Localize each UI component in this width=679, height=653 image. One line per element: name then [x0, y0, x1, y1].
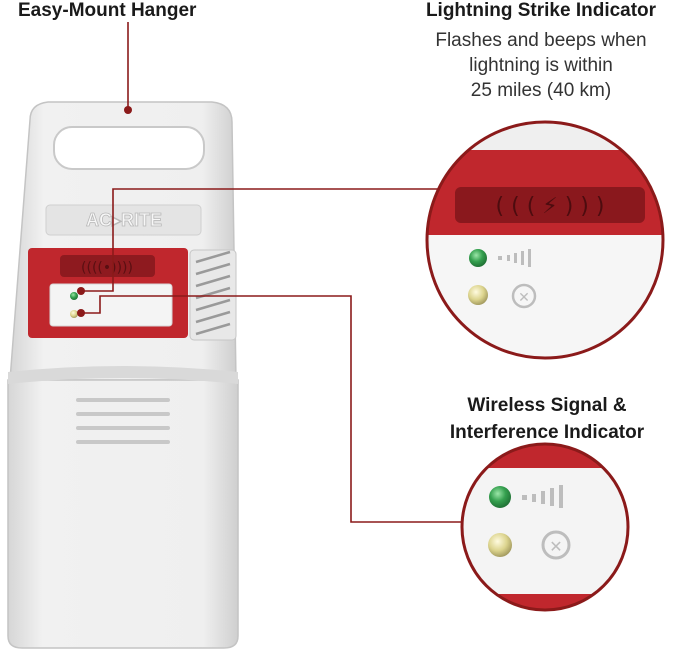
wireless-title-line-1: Wireless Signal &: [467, 395, 627, 416]
wireless-title-line-2: Interference Indicator: [449, 422, 645, 443]
battery-cover: [7, 379, 239, 649]
sensor-housing: AC▸RITE ((((•)))): [7, 101, 239, 649]
lightning-desc-line-2: lightning is within: [469, 55, 613, 76]
lightning-desc-line-1: Flashes and beeps when: [435, 30, 647, 51]
wireless-label: Wireless Signal & Interference Indicator: [416, 392, 678, 446]
lightning-zoom-circle: ( ( ( ⚡ ) ) ) ✕: [425, 120, 665, 360]
svg-text:( ( ( ⚡ ) ) ): ( ( ( ⚡ ) ) ): [496, 194, 605, 219]
callout-leaders: [81, 22, 468, 523]
svg-text:((((•)))): ((((•)))): [81, 260, 133, 276]
lightning-window: [60, 255, 155, 277]
cover-grip: [76, 398, 170, 444]
brand-plate: [45, 204, 202, 236]
lightning-desc-line-3: 25 miles (40 km): [470, 80, 612, 101]
lightning-label: Lightning Strike Indicator: [425, 0, 657, 21]
svg-text:✕: ✕: [549, 537, 562, 556]
vent-slats: [195, 250, 231, 336]
hanger-label: Easy-Mount Hanger: [18, 0, 197, 21]
lightning-description: Flashes and beeps when lightning is with…: [406, 28, 676, 103]
wireless-zoom-circle: ✕: [460, 442, 630, 612]
brand-logo: AC▸RITE: [86, 210, 162, 230]
hanger-opening: [53, 126, 205, 170]
svg-text:✕: ✕: [518, 290, 530, 306]
